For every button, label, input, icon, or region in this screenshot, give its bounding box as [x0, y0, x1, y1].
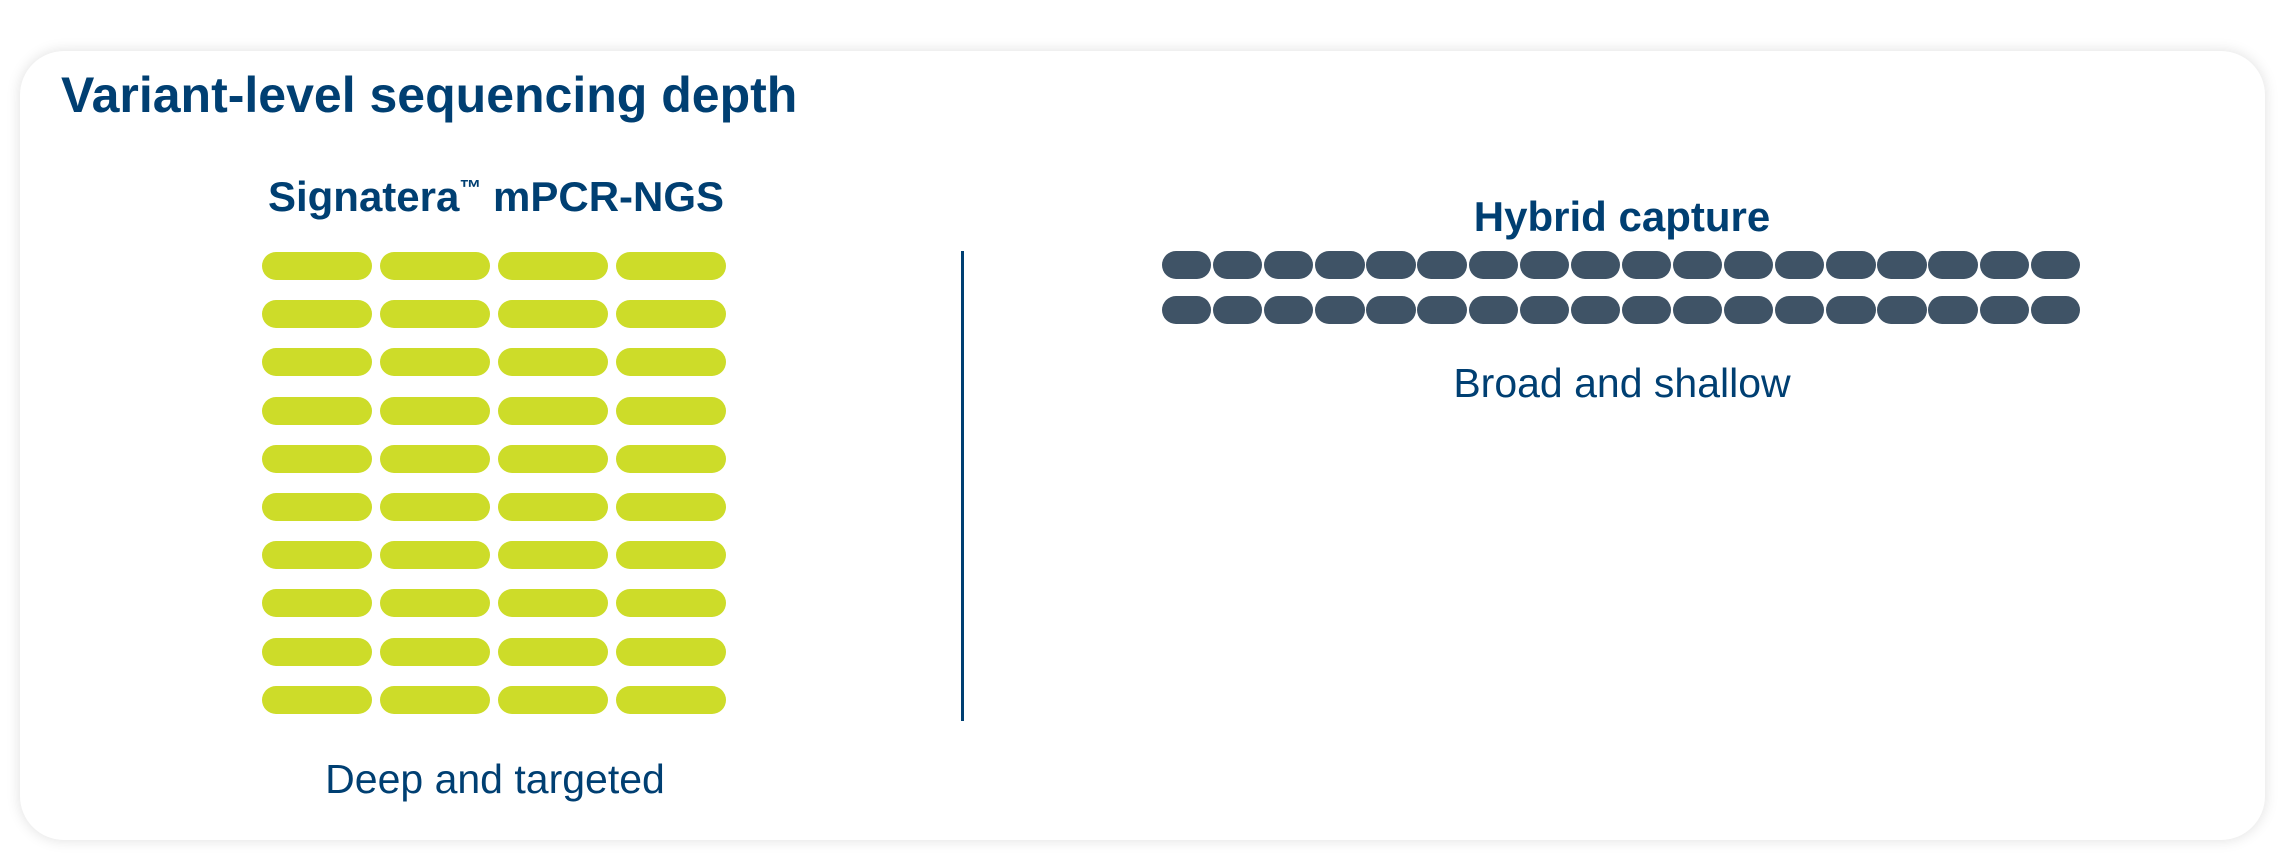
sequencing-read [1877, 296, 1927, 324]
sequencing-read [616, 685, 726, 714]
sequencing-read [262, 444, 372, 473]
sequencing-read [498, 541, 608, 570]
sequencing-read [380, 396, 490, 425]
sequencing-read [1877, 251, 1927, 279]
sequencing-read [616, 637, 726, 666]
sequencing-read [1672, 251, 1723, 279]
sequencing-read [2030, 251, 2080, 279]
sequencing-read [1315, 296, 1365, 324]
sequencing-read [262, 492, 372, 521]
sequencing-read [262, 396, 372, 425]
sequencing-read [380, 300, 490, 329]
left-panel-title-rest: mPCR-NGS [481, 173, 725, 220]
sequencing-read [616, 348, 726, 377]
sequencing-read [262, 541, 372, 570]
sequencing-read [498, 252, 608, 280]
sequencing-read [2030, 296, 2080, 324]
sequencing-read [1570, 251, 1621, 279]
right-panel-title: Hybrid capture [1473, 193, 1771, 240]
sequencing-read [616, 396, 726, 425]
sequencing-read [262, 348, 372, 377]
page-title: Variant-level sequencing depth [61, 67, 798, 123]
left-panel-title-main: Signatera [267, 173, 460, 220]
sequencing-read [1979, 251, 2029, 279]
sequencing-read [498, 444, 608, 473]
sequencing-read [380, 541, 490, 570]
sequencing-read [498, 348, 608, 377]
sequencing-read [380, 637, 490, 666]
sequencing-read [616, 492, 726, 521]
sequencing-read [1162, 251, 1212, 279]
sequencing-read [380, 348, 490, 377]
right-panel-caption: Broad and shallow [1453, 360, 1791, 406]
left-panel-caption: Deep and targeted [325, 756, 665, 802]
sequencing-read [1928, 296, 1978, 324]
sequencing-read [1264, 296, 1314, 324]
sequencing-read [616, 300, 726, 329]
trademark-symbol: ™ [459, 175, 482, 200]
sequencing-read [380, 444, 490, 473]
sequencing-read [380, 492, 490, 521]
sequencing-read [498, 492, 608, 521]
sequencing-read [1775, 296, 1825, 324]
sequencing-read [262, 589, 372, 618]
sequencing-read [262, 300, 372, 329]
sequencing-read [1417, 296, 1467, 324]
sequencing-read [498, 685, 608, 714]
sequencing-read [1826, 251, 1876, 279]
sequencing-read [616, 252, 726, 280]
sequencing-read [498, 637, 608, 666]
sequencing-read [616, 444, 726, 473]
sequencing-read [262, 685, 372, 714]
sequencing-read [616, 541, 726, 570]
sequencing-read [1570, 296, 1621, 324]
sequencing-read [380, 252, 490, 280]
sequencing-read [1366, 251, 1416, 279]
sequencing-read [1621, 296, 1672, 324]
panel-divider [961, 251, 964, 721]
sequencing-read [1519, 296, 1569, 324]
sequencing-read [1519, 251, 1569, 279]
sequencing-read [498, 396, 608, 425]
sequencing-read [1468, 296, 1518, 324]
sequencing-read [262, 252, 372, 280]
sequencing-read [380, 685, 490, 714]
shallow-reads-grid [1162, 251, 2080, 324]
sequencing-read [1775, 251, 1825, 279]
sequencing-read [1672, 296, 1723, 324]
sequencing-read [1417, 251, 1467, 279]
sequencing-read [262, 637, 372, 666]
sequencing-read [1826, 296, 1876, 324]
sequencing-read [498, 589, 608, 618]
deep-reads-grid [262, 252, 726, 714]
left-panel-title: Signatera™ mPCR-NGS [268, 176, 724, 218]
sequencing-read [1213, 251, 1263, 279]
sequencing-read [380, 589, 490, 618]
sequencing-read [1315, 251, 1365, 279]
sequencing-read [1724, 251, 1774, 279]
sequencing-read [1621, 251, 1672, 279]
sequencing-read [616, 589, 726, 618]
sequencing-read [1162, 296, 1212, 324]
sequencing-read [1979, 296, 2029, 324]
sequencing-read [1264, 251, 1314, 279]
sequencing-read [1928, 251, 1978, 279]
sequencing-read [1724, 296, 1774, 324]
sequencing-read [1366, 296, 1416, 324]
sequencing-read [1468, 251, 1518, 279]
sequencing-read [498, 300, 608, 329]
sequencing-read [1213, 296, 1263, 324]
